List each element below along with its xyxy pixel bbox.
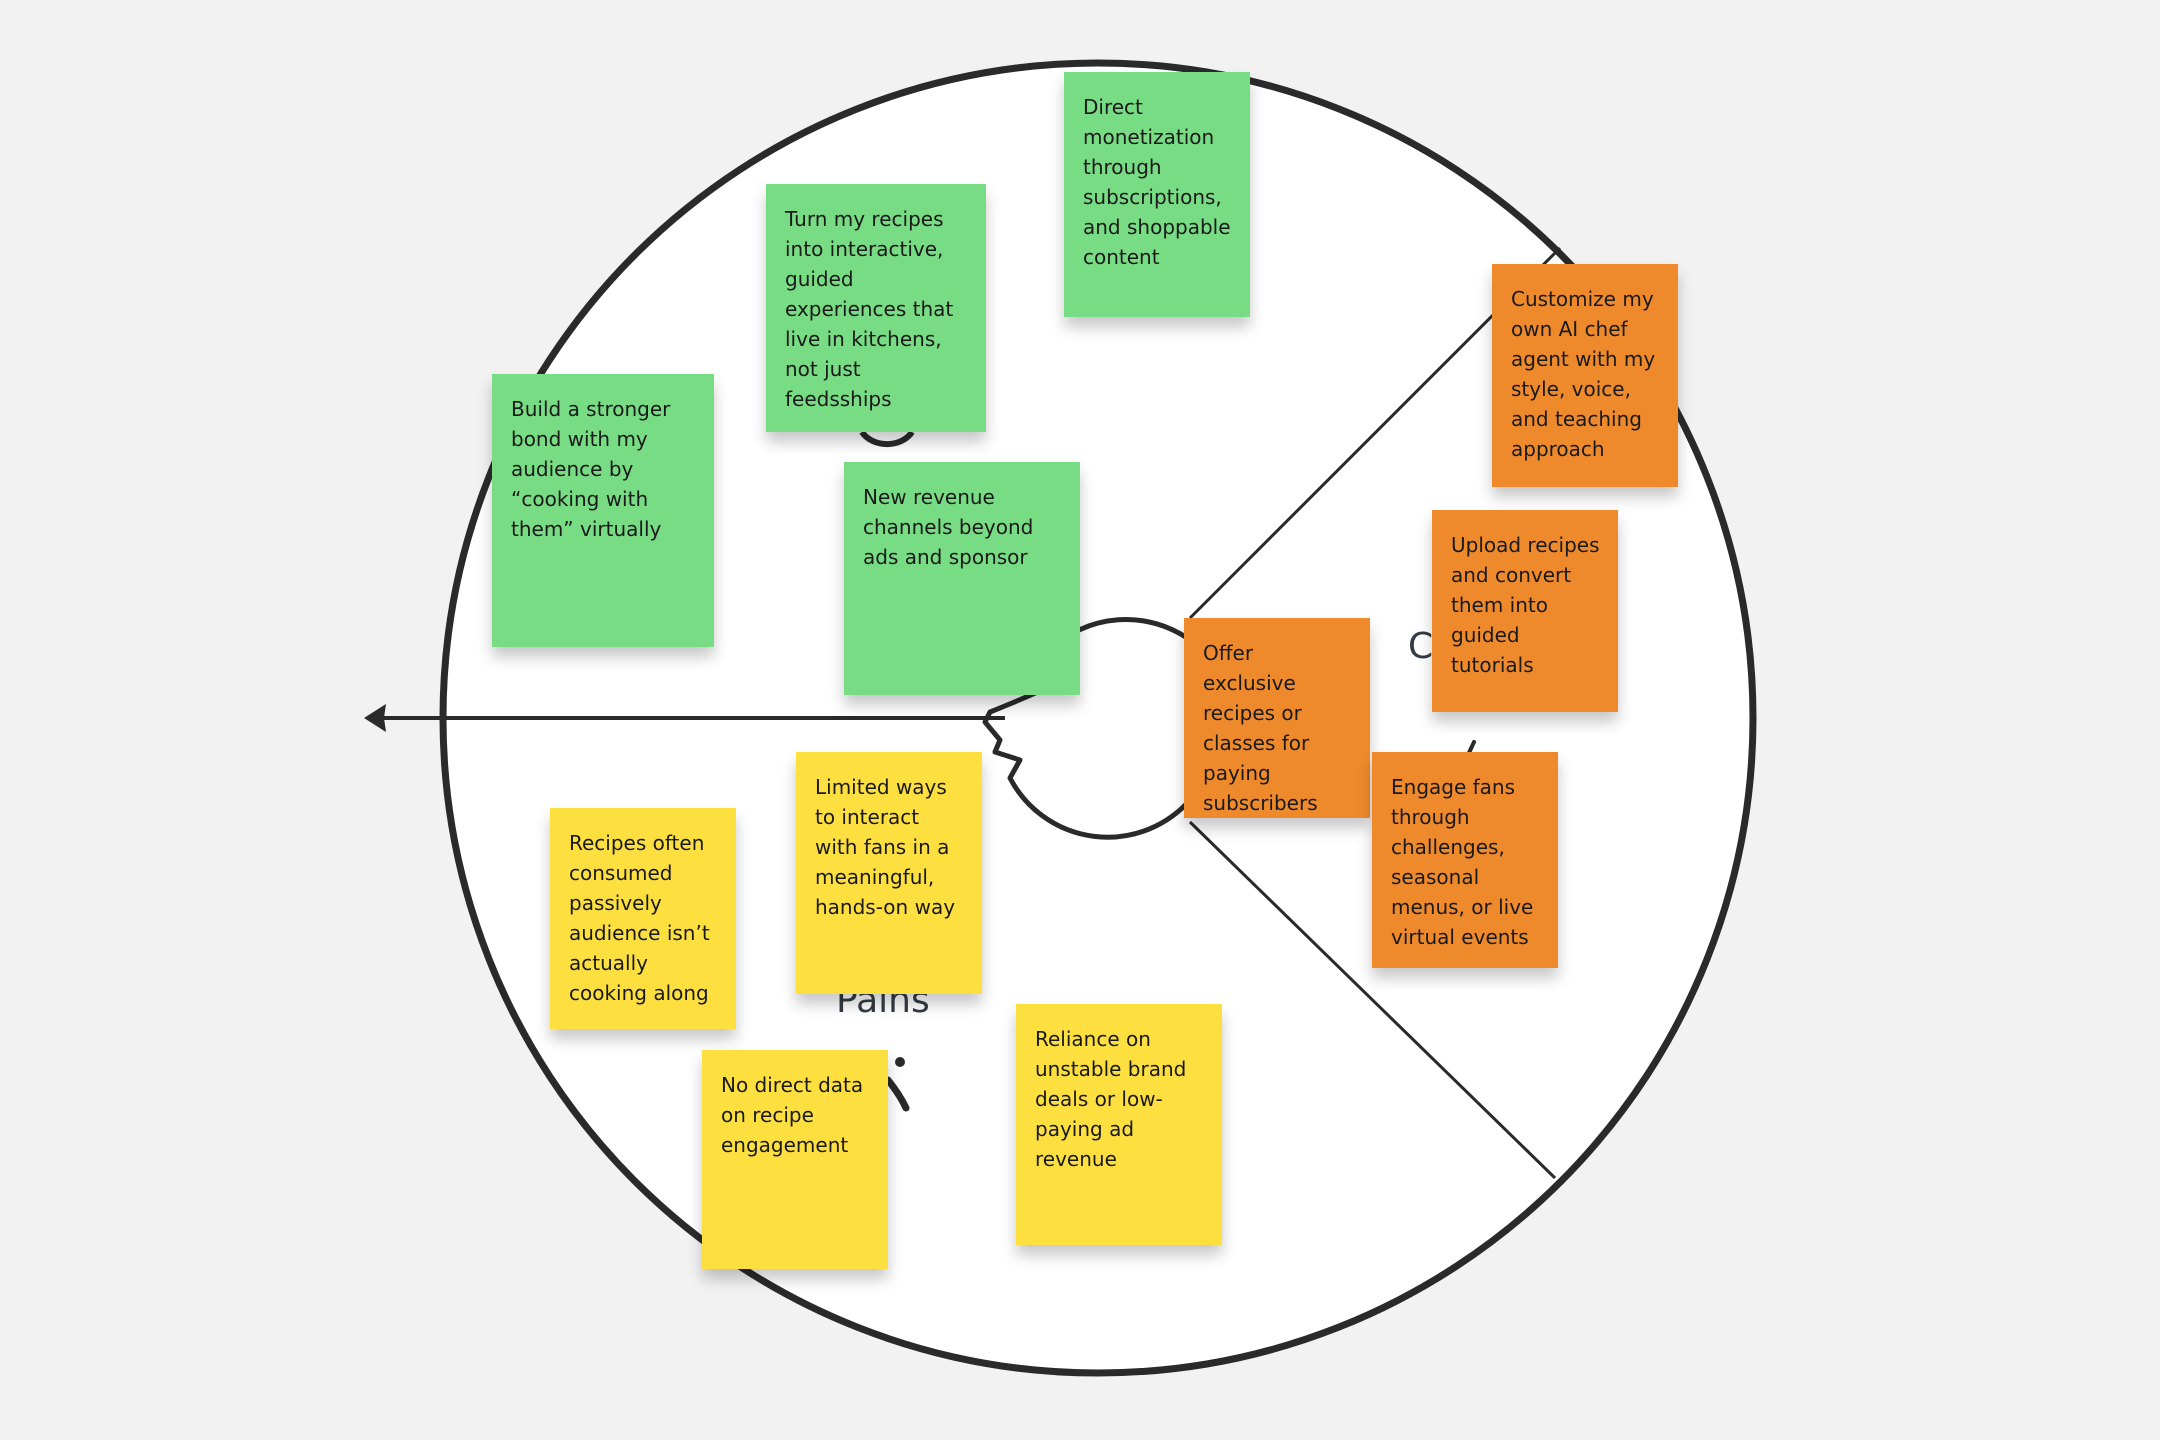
sticky-text: Recipes often consumed passively audienc…	[569, 831, 710, 1005]
sticky-text: Engage fans through challenges, seasonal…	[1391, 775, 1534, 949]
divider-bottom-right	[1188, 820, 1557, 1180]
sticky-text: Turn my recipes into interactive, guided…	[785, 207, 954, 411]
pains-icon	[884, 1076, 910, 1112]
sticky-text: No direct data on recipe engagement	[721, 1073, 864, 1157]
customer-jobs-sticky-note[interactable]: Offer exclusive recipes or classes for p…	[1184, 618, 1370, 818]
sticky-text: Build a stronger bond with my audience b…	[511, 397, 671, 541]
customer-jobs-sticky-note[interactable]: Customize my own AI chef agent with my s…	[1492, 264, 1678, 487]
gains-sticky-note[interactable]: New revenue channels beyond ads and spon…	[844, 462, 1080, 695]
sticky-text: Limited ways to interact with fans in a …	[815, 775, 956, 919]
sticky-text: Reliance on unstable brand deals or low-…	[1035, 1027, 1187, 1171]
sticky-text: New revenue channels beyond ads and spon…	[863, 485, 1034, 569]
gains-sticky-note[interactable]: Turn my recipes into interactive, guided…	[766, 184, 986, 432]
customer-jobs-segment-label: C	[1408, 626, 1434, 667]
pains-sticky-note[interactable]: Recipes often consumed passively audienc…	[550, 808, 736, 1029]
sticky-text: Upload recipes and convert them into gui…	[1451, 533, 1600, 677]
customer-jobs-sticky-note[interactable]: Upload recipes and convert them into gui…	[1432, 510, 1618, 712]
pains-sticky-note[interactable]: Limited ways to interact with fans in a …	[796, 752, 982, 994]
gains-sticky-note[interactable]: Build a stronger bond with my audience b…	[492, 374, 714, 647]
sticky-text: Direct monetization through subscription…	[1083, 95, 1231, 269]
pains-sticky-note[interactable]: Reliance on unstable brand deals or low-…	[1016, 1004, 1222, 1245]
pains-icon-dot	[895, 1057, 905, 1067]
face-profile-icon	[982, 616, 1192, 840]
pains-sticky-note[interactable]: No direct data on recipe engagement	[702, 1050, 888, 1269]
gains-icon	[859, 430, 915, 448]
sticky-text: Offer exclusive recipes or classes for p…	[1203, 641, 1318, 815]
gains-sticky-note[interactable]: Direct monetization through subscription…	[1064, 72, 1250, 317]
sticky-text: Customize my own AI chef agent with my s…	[1511, 287, 1656, 461]
customer-jobs-sticky-note[interactable]: Engage fans through challenges, seasonal…	[1372, 752, 1558, 968]
arrow-head-icon	[364, 704, 386, 732]
